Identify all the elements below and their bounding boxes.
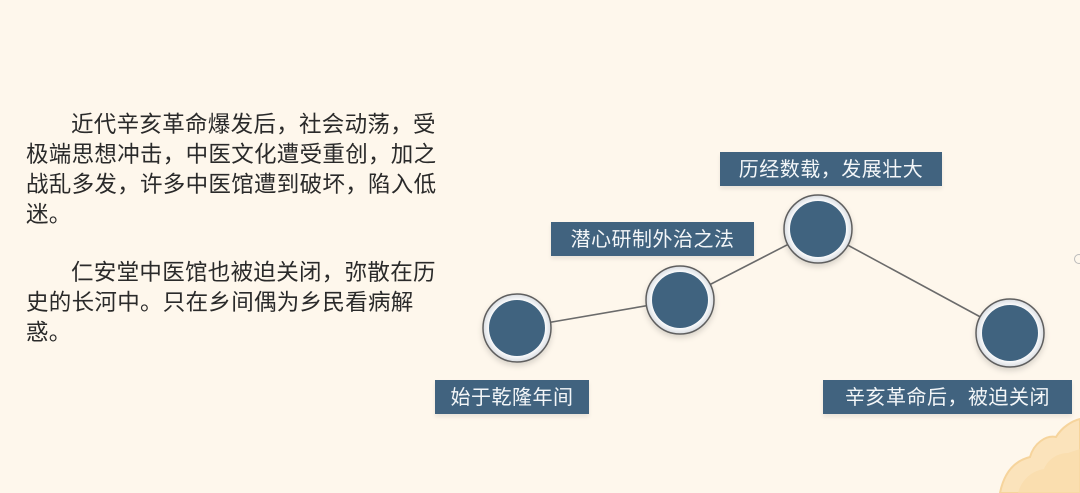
cloud-ornament-icon (998, 417, 1080, 493)
paragraph-text: 近代辛亥革命爆发后，社会动荡，受极端思想冲击，中医文化遭受重创，加之战乱多发，许… (26, 112, 437, 228)
timeline-label-qianlong: 始于乾隆年间 (435, 380, 589, 414)
timeline-label-external-treatment: 潜心研制外治之法 (551, 222, 754, 256)
paragraph-text: 仁安堂中医馆也被迫关闭，弥散在历史的长河中。只在乡间偶为乡民看病解惑。 (26, 260, 436, 346)
timeline-node-1 (482, 293, 552, 363)
timeline-node-3 (783, 194, 853, 264)
timeline-connector-line (516, 228, 1011, 334)
timeline-node-2 (645, 265, 715, 335)
timeline-label-growth: 历经数载，发展壮大 (720, 152, 942, 186)
slide-edge-handle-icon (1074, 254, 1080, 264)
timeline-label-closed: 辛亥革命后，被迫关闭 (823, 380, 1072, 414)
paragraph-modern-decline: 近代辛亥革命爆发后，社会动荡，受极端思想冲击，中医文化遭受重创，加之战乱多发，许… (26, 110, 446, 230)
paragraph-renantang-closed: 仁安堂中医馆也被迫关闭，弥散在历史的长河中。只在乡间偶为乡民看病解惑。 (26, 258, 446, 348)
timeline-node-4 (975, 298, 1045, 368)
